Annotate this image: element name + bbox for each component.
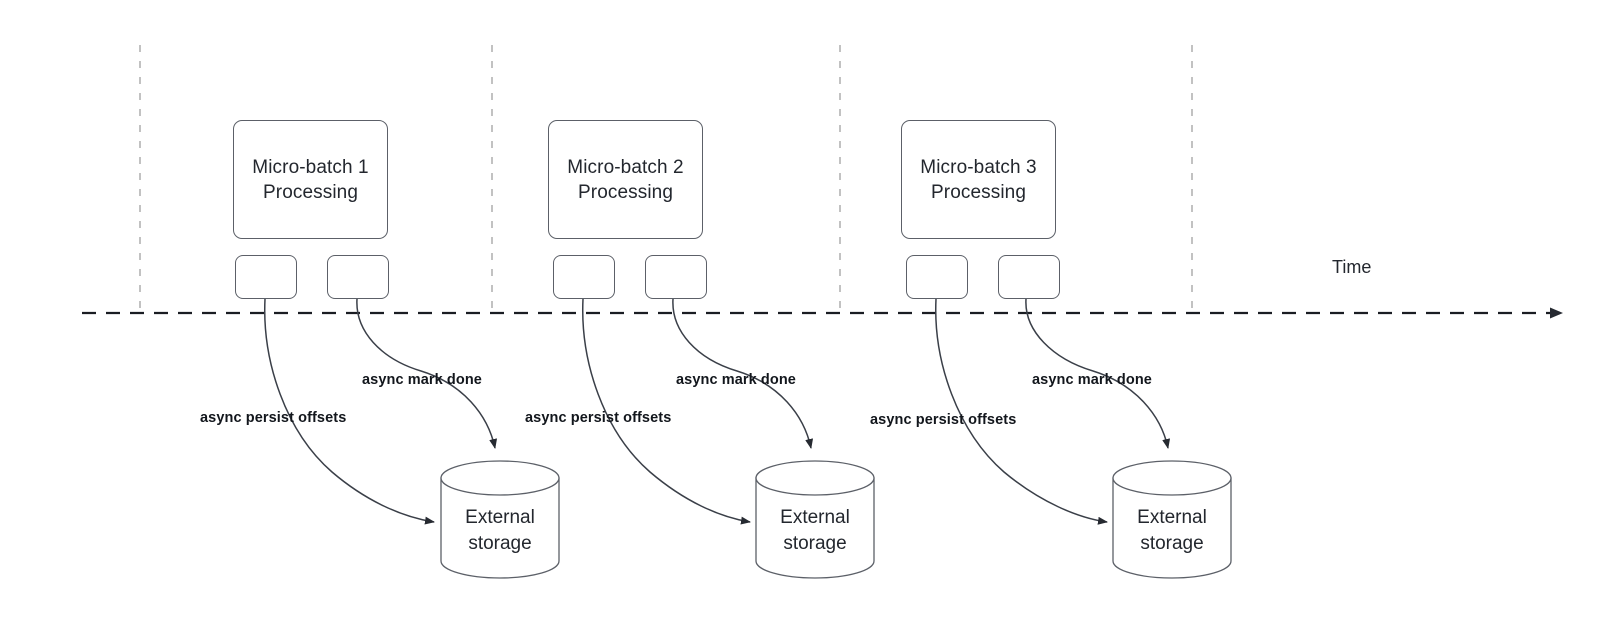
guide-lines (139, 45, 1193, 313)
task-box-persist-3[interactable] (906, 255, 968, 299)
micro-batch-label-2: Micro-batch 2 Processing (567, 156, 684, 203)
storage-label-3: External storage (1137, 507, 1207, 554)
edge-label-persist-offsets-1: async persist offsets (200, 410, 347, 426)
storage-label-2: External storage (780, 507, 850, 554)
task-box-mark-done-2[interactable] (645, 255, 707, 299)
time-axis-label: Time (1332, 257, 1372, 277)
edge-persist-offsets-3 (935, 298, 1108, 525)
storage-label-1: External storage (465, 507, 535, 554)
micro-batch-box-2[interactable]: Micro-batch 2 Processing (548, 120, 703, 239)
edge-label-persist-offsets-3: async persist offsets (870, 412, 1017, 428)
edge-mark-done-2 (672, 298, 814, 449)
storage-cylinder-2 (755, 460, 875, 579)
task-box-mark-done-3[interactable] (998, 255, 1060, 299)
edge-persist-offsets-1 (264, 298, 435, 525)
edge-mark-done-1 (356, 298, 498, 449)
task-box-persist-1[interactable] (235, 255, 297, 299)
micro-batch-box-1[interactable]: Micro-batch 1 Processing (233, 120, 388, 239)
edge-mark-done-3 (1025, 298, 1171, 449)
micro-batch-label-3: Micro-batch 3 Processing (920, 156, 1037, 203)
edge-label-persist-offsets-2: async persist offsets (525, 410, 672, 426)
task-box-mark-done-1[interactable] (327, 255, 389, 299)
edge-persist-offsets-2 (582, 298, 751, 525)
micro-batch-box-3[interactable]: Micro-batch 3 Processing (901, 120, 1056, 239)
micro-batch-label-1: Micro-batch 1 Processing (252, 156, 369, 203)
storage-cylinder-1 (440, 460, 560, 579)
edge-label-mark-done-2: async mark done (676, 372, 796, 388)
edge-label-mark-done-1: async mark done (362, 372, 482, 388)
storage-cylinder-3 (1112, 460, 1232, 579)
task-box-persist-2[interactable] (553, 255, 615, 299)
edge-label-mark-done-3: async mark done (1032, 372, 1152, 388)
